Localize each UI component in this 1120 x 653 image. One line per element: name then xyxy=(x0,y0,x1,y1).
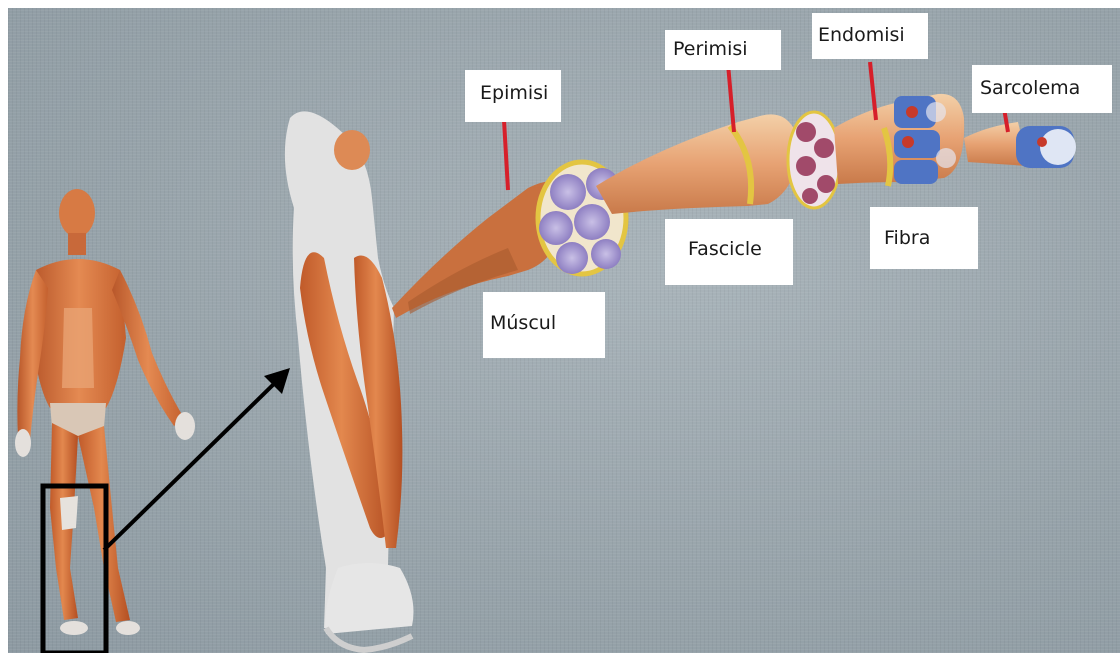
label-fibra-box: Fibra xyxy=(870,207,978,269)
figure-left-foot xyxy=(60,621,88,635)
figure-neck xyxy=(68,233,86,255)
figure-head xyxy=(59,189,95,237)
figure-right-foot xyxy=(116,621,140,635)
myofibril-nucleus xyxy=(1037,137,1047,147)
pointer-perimisi xyxy=(728,64,734,132)
fascicle-fiber-1 xyxy=(796,122,816,142)
label-epimisi-box: Epimisi xyxy=(465,70,561,122)
label-endomisi-box: Endomisi xyxy=(812,13,928,59)
fiber-section xyxy=(834,94,964,186)
label-fascicle-box: Fascicle xyxy=(665,219,793,285)
diagram-canvas: Epimisi Perimisi Endomisi Sarcolema Fasc… xyxy=(8,8,1120,653)
muscle-bundle-1 xyxy=(550,174,586,210)
label-sarcolema: Sarcolema xyxy=(980,77,1080,99)
figure-left-hand xyxy=(15,429,31,457)
figure-abs xyxy=(62,308,94,388)
muscle-bundle-6 xyxy=(591,239,621,269)
figure-knee-highlight xyxy=(60,496,78,530)
fascicle-section xyxy=(596,112,840,214)
label-epimisi: Epimisi xyxy=(480,82,548,104)
label-perimisi: Perimisi xyxy=(673,38,748,60)
label-perimisi-box: Perimisi xyxy=(665,30,781,70)
label-fibra: Fibra xyxy=(884,227,930,249)
fascicle-fiber-3 xyxy=(796,156,816,176)
label-muscul: Múscul xyxy=(490,312,556,334)
fiber-myofibril-bot xyxy=(894,160,938,184)
fascicle-body xyxy=(596,114,798,214)
label-muscul-box: Múscul xyxy=(483,292,605,358)
zoom-arrow xyxy=(104,368,290,550)
fiber-nucleus-1 xyxy=(906,106,918,118)
muscle-bundle-3 xyxy=(539,211,573,245)
figure-right-hand xyxy=(175,412,195,440)
fascicle-fiber-5 xyxy=(802,188,818,204)
label-endomisi: Endomisi xyxy=(818,24,905,46)
fiber-myofibril-mid xyxy=(894,130,940,158)
leg-knob xyxy=(334,130,370,170)
fiber-detail-2 xyxy=(936,148,956,168)
fiber-detail-1 xyxy=(926,102,946,122)
muscle-bundle-5 xyxy=(556,242,588,274)
label-fascicle: Fascicle xyxy=(688,238,762,260)
sarcolemma-section xyxy=(964,122,1076,168)
leg-foot xyxy=(325,563,413,634)
fascicle-fiber-4 xyxy=(817,175,835,193)
enlarged-leg xyxy=(285,111,414,650)
myofibril-end-surface xyxy=(1040,129,1076,165)
label-sarcolema-box: Sarcolema xyxy=(972,65,1112,113)
fiber-nucleus-2 xyxy=(902,136,914,148)
pointer-epimisi xyxy=(504,120,508,190)
fascicle-fiber-2 xyxy=(814,138,834,158)
muscle-bundle-4 xyxy=(574,204,610,240)
